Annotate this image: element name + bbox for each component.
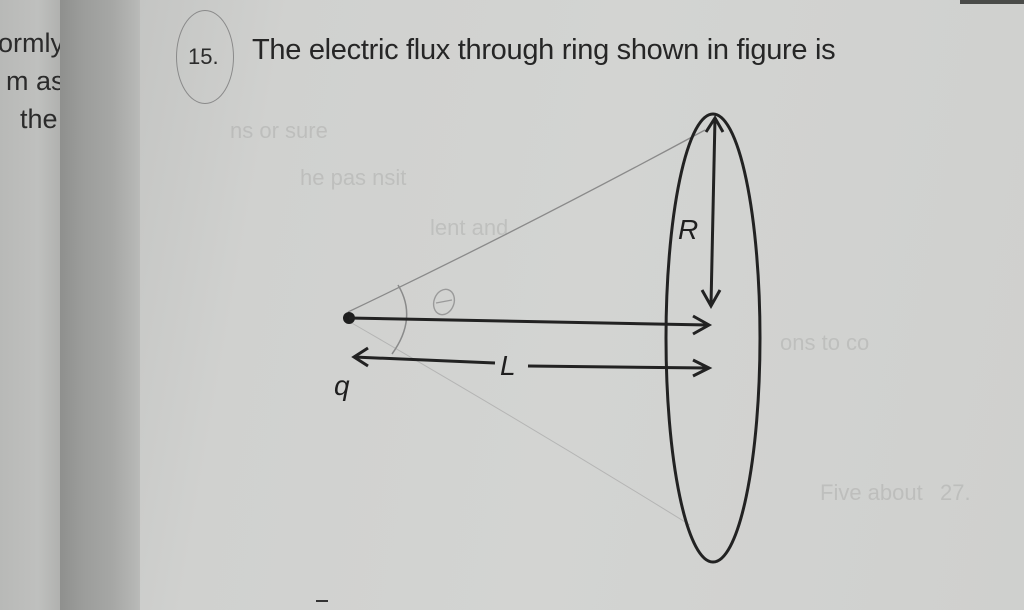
radius-arrowhead-bottom <box>700 289 722 310</box>
distance-arrowhead-right <box>692 358 713 378</box>
left-page-line: ormly <box>0 28 64 58</box>
left-page-line: m as <box>6 66 65 96</box>
page-edge <box>960 0 1024 4</box>
left-page-line: the <box>20 104 58 134</box>
distance-arrow-right <box>527 364 709 370</box>
show-through-text: ons to co <box>780 330 870 355</box>
next-content-mark <box>316 600 328 602</box>
question-number-circle <box>176 10 234 104</box>
charge-label: q <box>334 370 350 401</box>
axis-arrowhead <box>692 314 713 336</box>
question-number: 15. <box>188 44 219 69</box>
right-page <box>140 0 1024 610</box>
show-through-text: ns or sure <box>230 118 328 143</box>
show-through-text: Five about <box>820 480 923 505</box>
radius-arrow <box>709 117 717 306</box>
cone-upper-line <box>347 129 706 313</box>
theta-mark <box>432 288 456 316</box>
distance-arrowhead-left <box>351 346 369 368</box>
show-through-text: 27. <box>940 480 971 505</box>
question-text: The electric flux through ring shown in … <box>252 34 836 66</box>
axis-line <box>348 316 709 327</box>
radius-label: R <box>678 214 699 245</box>
cone-lower-line <box>349 321 691 526</box>
distance-arrow-left <box>353 355 496 365</box>
ring <box>664 112 762 564</box>
radius-arrowhead-top <box>704 115 725 133</box>
book-spine-shadow <box>60 0 155 610</box>
show-through-text: he pas nsit <box>300 165 407 190</box>
distance-label: L <box>500 350 516 381</box>
show-through-text: lent and <box>430 215 509 240</box>
theta-mark <box>435 299 453 304</box>
